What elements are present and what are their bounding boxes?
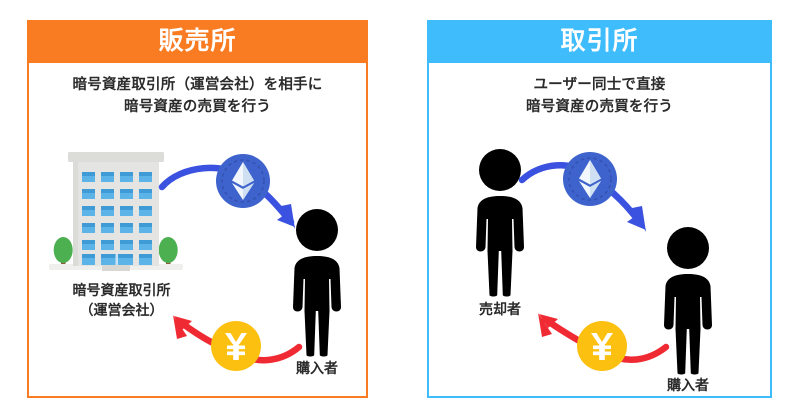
office-building-label-line-1: 暗号資産取引所 <box>72 282 171 298</box>
panel-torihikisho-header: 取引所 <box>427 20 772 63</box>
panel-torihikisho: 取引所 ユーザー同士で直接 暗号資産の売買を行う <box>427 20 772 398</box>
panel-hanbaisho-description-line-1: 暗号資産取引所（運営会社）を相手に <box>72 77 323 93</box>
buyer-label: 購入者 <box>274 358 360 378</box>
office-building-label-line-2: （運営会社） <box>79 302 164 319</box>
buyer-label-line-1: 購入者 <box>296 360 338 376</box>
office-building-label: 暗号資産取引所 （運営会社） <box>29 280 214 321</box>
office-building-icon <box>41 146 191 274</box>
yen-coin-icon <box>209 319 263 373</box>
panel-torihikisho-description: ユーザー同士で直接 暗号資産の売買を行う <box>429 74 770 119</box>
panel-torihikisho-description-line-1: ユーザー同士で直接 <box>533 77 666 93</box>
panel-hanbaisho-description-line-2: 暗号資産の売買を行う <box>124 99 271 116</box>
seller-label: 売却者 <box>457 299 543 319</box>
person-icon <box>284 207 350 357</box>
ethereum-coin-icon <box>561 150 619 208</box>
person-icon <box>467 147 533 297</box>
buyer-label: 購入者 <box>645 375 731 395</box>
panel-torihikisho-description-line-2: 暗号資産の売買を行う <box>526 99 673 116</box>
ethereum-coin-icon <box>214 152 272 210</box>
panel-hanbaisho-description: 暗号資産取引所（運営会社）を相手に 暗号資産の売買を行う <box>29 74 366 119</box>
yen-coin-icon <box>575 319 629 373</box>
person-icon <box>655 225 721 375</box>
panel-hanbaisho-header: 販売所 <box>27 20 368 63</box>
seller-label-line-1: 売却者 <box>479 301 521 317</box>
buyer-label-line-1: 購入者 <box>667 377 709 393</box>
panel-hanbaisho: 販売所 暗号資産取引所（運営会社）を相手に 暗号資産の売買を行う <box>27 20 368 398</box>
